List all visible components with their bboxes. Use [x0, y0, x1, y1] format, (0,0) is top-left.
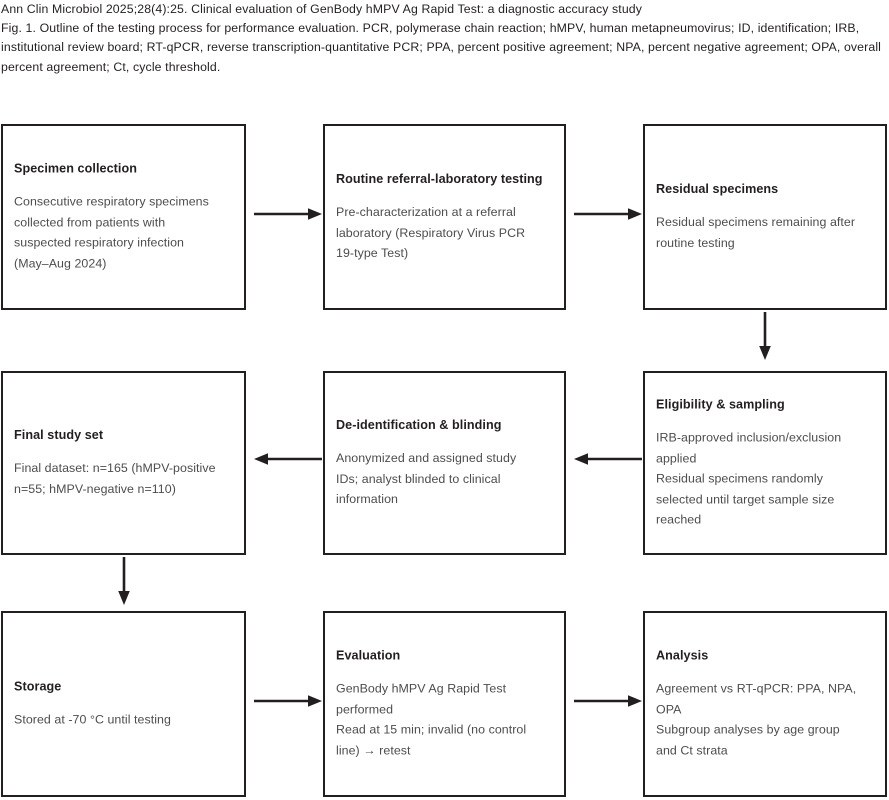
flow-box-title: Analysis	[656, 648, 709, 663]
flow-box-title: Storage	[14, 679, 62, 694]
flow-box-body: Agreement vs RT-qPCR: PPA, NPA, OPA Subg…	[656, 681, 857, 758]
journal-citation-line: Ann Clin Microbiol 2025;28(4):25. Clinic…	[1, 2, 643, 16]
flow-box-residual-specimens: Residual specimens Residual specimens re…	[643, 124, 887, 310]
flow-box-title: Routine referral-laboratory testing	[336, 171, 543, 186]
flow-box-eligibility-sampling: Eligibility & sampling IRB-approved incl…	[643, 371, 887, 555]
flow-box-body: Residual specimens remaining after routi…	[656, 215, 856, 250]
flow-box-specimen-collection: Specimen collection Consecutive respirat…	[1, 124, 246, 310]
arrow-down-icon-residual-to-eligibility	[756, 312, 774, 360]
figure-caption-block: Ann Clin Microbiol 2025;28(4):25. Clinic…	[0, 0, 889, 77]
flow-box-body: GenBody hMPV Ag Rapid Test performed Rea…	[336, 681, 527, 758]
flow-box-title: Specimen collection	[14, 161, 137, 176]
flow-box-title: Residual specimens	[656, 182, 779, 196]
arrow-right-icon-storage-to-evaluation	[254, 692, 322, 710]
flow-box-body: IRB-approved inclusion/exclusion applied…	[656, 430, 842, 527]
figure-legend-text: Fig. 1. Outline of the testing process f…	[1, 21, 885, 74]
flow-box-title: De-identification & blinding	[336, 417, 502, 432]
flow-box-de-identification-blinding: De-identification & blinding Anonymized …	[323, 371, 566, 555]
arrow-left-icon-eligibility-to-deidentification	[574, 450, 642, 468]
arrow-right-icon-evaluation-to-analysis	[574, 692, 642, 710]
flow-box-analysis: Analysis Agreement vs RT-qPCR: PPA, NPA,…	[643, 611, 887, 797]
flow-box-title: Evaluation	[336, 648, 401, 663]
flow-box-storage: Storage Stored at -70 °C until testing	[1, 611, 246, 797]
flow-box-body: Pre-characterization at a referral labor…	[336, 204, 526, 260]
flow-box-body: Stored at -70 °C until testing	[14, 712, 171, 727]
flow-box-evaluation: Evaluation GenBody hMPV Ag Rapid Test pe…	[323, 611, 566, 797]
flow-box-body: Final dataset: n=165 (hMPV-positive n=55…	[14, 461, 216, 496]
arrow-down-icon-final-to-storage	[115, 557, 133, 605]
arrow-right-icon-specimen-to-routine	[254, 205, 322, 223]
arrow-right-icon-routine-to-residual	[574, 205, 642, 223]
flow-box-final-study-set: Final study set Final dataset: n=165 (hM…	[1, 371, 246, 555]
flow-box-body: Consecutive respiratory specimens collec…	[14, 194, 209, 271]
flow-box-title: Final study set	[14, 428, 104, 442]
arrow-left-icon-deidentification-to-final	[254, 450, 322, 468]
flow-box-body: Anonymized and assigned study IDs; analy…	[336, 450, 517, 506]
flow-box-title: Eligibility & sampling	[656, 397, 785, 412]
flow-box-routine-referral-laboratory-testing: Routine referral-laboratory testing Pre-…	[323, 124, 566, 310]
